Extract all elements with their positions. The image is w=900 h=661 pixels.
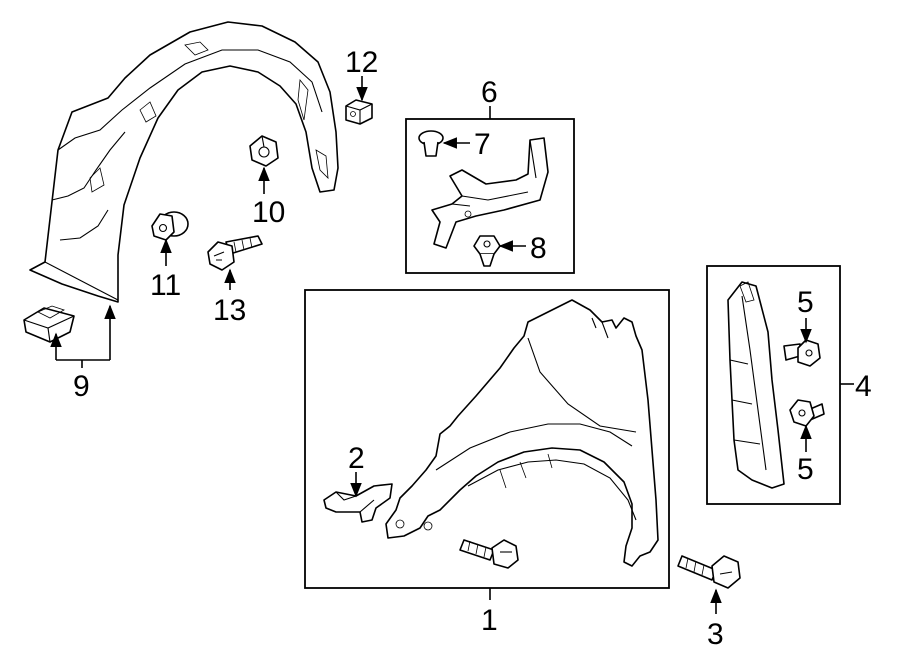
bolt-13: [207, 235, 263, 271]
bolt-3: [677, 555, 741, 589]
bracket-2: [323, 483, 393, 523]
callout-2: 2: [348, 442, 365, 475]
bracket: [431, 137, 549, 249]
callout-13: 13: [213, 294, 246, 327]
callout-10: 10: [252, 196, 285, 229]
callout-11: 11: [150, 269, 181, 302]
nut-10: [249, 135, 279, 167]
callout-4: 4: [855, 370, 872, 403]
push-pin-7: [418, 130, 444, 157]
clip-8: [473, 235, 501, 267]
callout-7: 7: [474, 128, 491, 161]
nut-12: [345, 99, 373, 125]
clip-nut: [23, 305, 75, 343]
leader-lines: [50, 76, 854, 614]
callout-1: 1: [481, 604, 498, 637]
clip-5-upper: [783, 339, 821, 367]
callout-6: 6: [481, 76, 498, 109]
callout-5-upper: 5: [797, 286, 814, 319]
bolt-fender: [459, 539, 519, 569]
callout-9: 9: [73, 370, 90, 403]
nut-11: [151, 211, 189, 241]
callout-5-lower: 5: [797, 453, 814, 486]
clip-5-lower: [789, 399, 825, 427]
callout-labels: 1 2 3 4 5 5 6 7 8 9 10 11 12 13: [73, 46, 872, 651]
box-molding-group: [706, 265, 841, 505]
fender-molding: [727, 281, 785, 489]
callout-3: 3: [707, 618, 724, 651]
box-fender-group: [304, 289, 670, 589]
callout-12: 12: [345, 46, 378, 79]
front-fender: [385, 299, 659, 567]
callout-8: 8: [530, 232, 547, 265]
fender-liner: [29, 21, 339, 303]
